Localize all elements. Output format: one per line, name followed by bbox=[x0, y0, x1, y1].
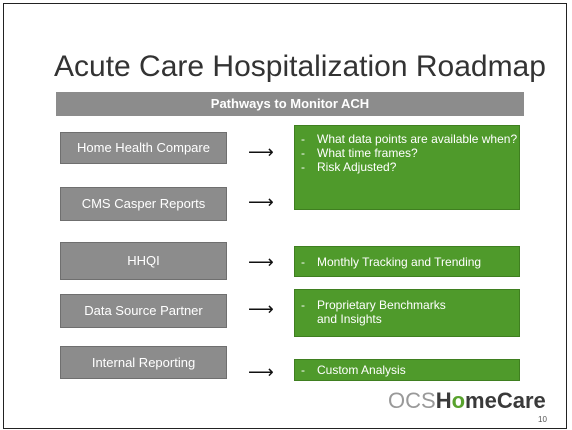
arrow-icon: ⟶ bbox=[248, 142, 274, 163]
info-point: Monthly Tracking and Trending bbox=[295, 255, 519, 269]
info-box-data-source-partner: Proprietary Benchmarks and Insights bbox=[294, 289, 520, 337]
arrow-icon: ⟶ bbox=[248, 362, 274, 383]
logo-care: Care bbox=[496, 388, 546, 413]
slide: Acute Care Hospitalization Roadmap Pathw… bbox=[3, 3, 567, 429]
ocs-homecare-logo: OCSHomeCare bbox=[388, 388, 546, 414]
slide-title: Acute Care Hospitalization Roadmap bbox=[54, 50, 546, 83]
info-point: What data points are available when? bbox=[295, 132, 519, 146]
info-box-hhqi: Monthly Tracking and Trending bbox=[294, 246, 520, 277]
info-point: Proprietary Benchmarks and Insights bbox=[295, 298, 467, 326]
logo-ocs: OCS bbox=[388, 388, 436, 413]
source-box-data-source-partner: Data Source Partner bbox=[60, 294, 227, 328]
info-point: Custom Analysis bbox=[295, 363, 519, 377]
arrow-icon: ⟶ bbox=[248, 299, 274, 320]
arrow-icon: ⟶ bbox=[248, 252, 274, 273]
pathways-banner: Pathways to Monitor ACH bbox=[56, 92, 524, 116]
info-box-internal-reporting: Custom Analysis bbox=[294, 359, 520, 381]
source-box-hhqi: HHQI bbox=[60, 242, 227, 280]
logo-house-icon: o bbox=[451, 388, 466, 413]
source-label: HHQI bbox=[127, 253, 160, 268]
source-box-home-health-compare: Home Health Compare bbox=[60, 132, 227, 164]
source-label: Internal Reporting bbox=[91, 355, 196, 370]
source-label: Home Health Compare bbox=[77, 140, 210, 155]
source-box-cms-casper-reports: CMS Casper Reports bbox=[60, 187, 227, 221]
logo-h: H bbox=[435, 388, 452, 413]
info-point: What time frames? bbox=[295, 146, 519, 160]
source-label: Data Source Partner bbox=[84, 303, 203, 318]
info-box-home-health-compare: What data points are available when? Wha… bbox=[294, 125, 520, 210]
source-label: CMS Casper Reports bbox=[81, 196, 206, 211]
arrow-icon: ⟶ bbox=[248, 192, 274, 213]
source-box-internal-reporting: Internal Reporting bbox=[60, 346, 227, 379]
page-number: 10 bbox=[538, 415, 547, 424]
logo-me: me bbox=[465, 388, 497, 413]
info-point: Risk Adjusted? bbox=[295, 160, 519, 174]
